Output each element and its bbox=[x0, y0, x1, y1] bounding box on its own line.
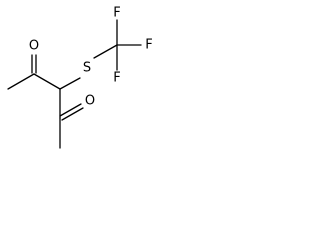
bond-lower-carbonyl-double-a bbox=[59, 103, 82, 117]
atom-label-fluorine-top: F bbox=[113, 6, 120, 21]
bond-lower-carbonyl-double-b bbox=[61, 107, 84, 121]
atom-label-sulfur: S bbox=[83, 61, 91, 76]
bond-upper-carbonyl-to-central-carbon bbox=[33, 73, 61, 90]
structure-canvas: O S F F F O bbox=[0, 0, 175, 155]
bond-central-carbon-to-sulfur bbox=[59, 77, 81, 90]
atom-label-oxygen-upper: O bbox=[29, 39, 39, 54]
atom-label-oxygen-lower: O bbox=[85, 94, 95, 109]
bond-sulfur-to-cf3-carbon bbox=[93, 44, 118, 59]
atom-label-fluorine-right: F bbox=[145, 38, 152, 53]
structural-formula: O S F F F O bbox=[7, 6, 153, 149]
atom-label-fluorine-bottom: F bbox=[113, 71, 120, 86]
bond-methyl-to-upper-carbonyl bbox=[7, 73, 35, 90]
